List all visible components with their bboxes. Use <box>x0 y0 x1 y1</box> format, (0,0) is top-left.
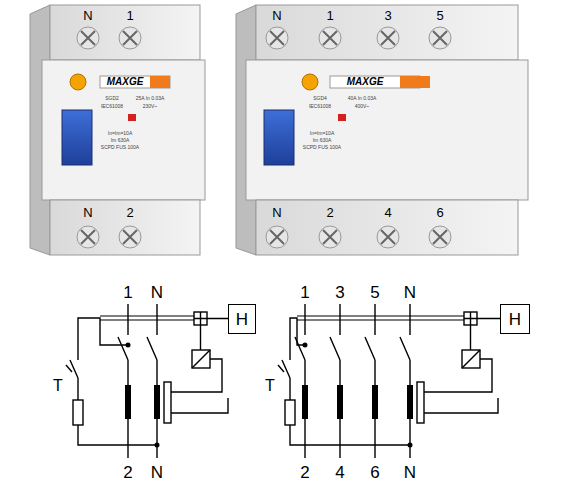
box-label: H <box>509 311 521 328</box>
rating-text: In=Im=10A <box>310 131 334 136</box>
rating-text: 40A In 0.03A <box>348 96 377 101</box>
pin-label: 1 <box>123 284 132 301</box>
test-button-label: T <box>53 378 63 394</box>
pin-label: 6 <box>370 464 379 481</box>
pin-label: 5 <box>370 284 379 301</box>
rccb-2-pole <box>30 5 205 255</box>
terminal-number: 2 <box>326 206 333 219</box>
terminal-number: N <box>272 206 281 219</box>
rating-text: 25A In 0.03A <box>136 96 165 101</box>
pin-label: N <box>151 464 163 481</box>
rating-text: 230V~ <box>143 104 158 109</box>
terminal-number: N <box>272 9 281 22</box>
brand-logo: MAXGE <box>107 77 144 87</box>
pin-label: N <box>404 284 416 301</box>
residual-current-indicator-box: H <box>228 304 256 334</box>
rating-text: SCPD FUS 100A <box>101 145 139 150</box>
box-label: H <box>236 311 248 328</box>
pin-label: 2 <box>300 464 309 481</box>
schematic-4-pole <box>278 304 500 458</box>
rating-text: 400V~ <box>355 104 370 109</box>
terminal-number: 4 <box>384 206 391 219</box>
pin-label: 3 <box>335 284 344 301</box>
rating-text: IEC61008 <box>309 104 331 109</box>
pin-label: N <box>151 284 163 301</box>
pin-label: N <box>404 464 416 481</box>
rating-text: SGD2 <box>105 96 119 101</box>
test-button-label: T <box>265 378 275 394</box>
terminal-number: 1 <box>326 9 333 22</box>
rating-text: In=Im=10A <box>108 131 132 136</box>
brand-logo: MAXGE <box>347 77 384 87</box>
terminal-number: N <box>83 206 92 219</box>
terminal-number: 2 <box>126 206 133 219</box>
rating-text: SGD4 <box>313 96 327 101</box>
terminal-number: 6 <box>436 206 443 219</box>
schematic-2-pole <box>66 304 228 458</box>
pin-label: 4 <box>335 464 344 481</box>
rating-text: Im 630A <box>313 138 332 143</box>
pin-label: 1 <box>300 284 309 301</box>
terminal-number: N <box>83 9 92 22</box>
pin-label: 2 <box>123 464 132 481</box>
rating-text: Im 630A <box>111 138 130 143</box>
rating-text: IEC61008 <box>101 104 123 109</box>
terminal-number: 1 <box>126 9 133 22</box>
terminal-number: 5 <box>436 9 443 22</box>
rccb-4-pole <box>236 5 528 255</box>
residual-current-indicator-box: H <box>500 304 530 334</box>
rating-text: SCPD FUS 100A <box>303 145 341 150</box>
terminal-number: 3 <box>384 9 391 22</box>
